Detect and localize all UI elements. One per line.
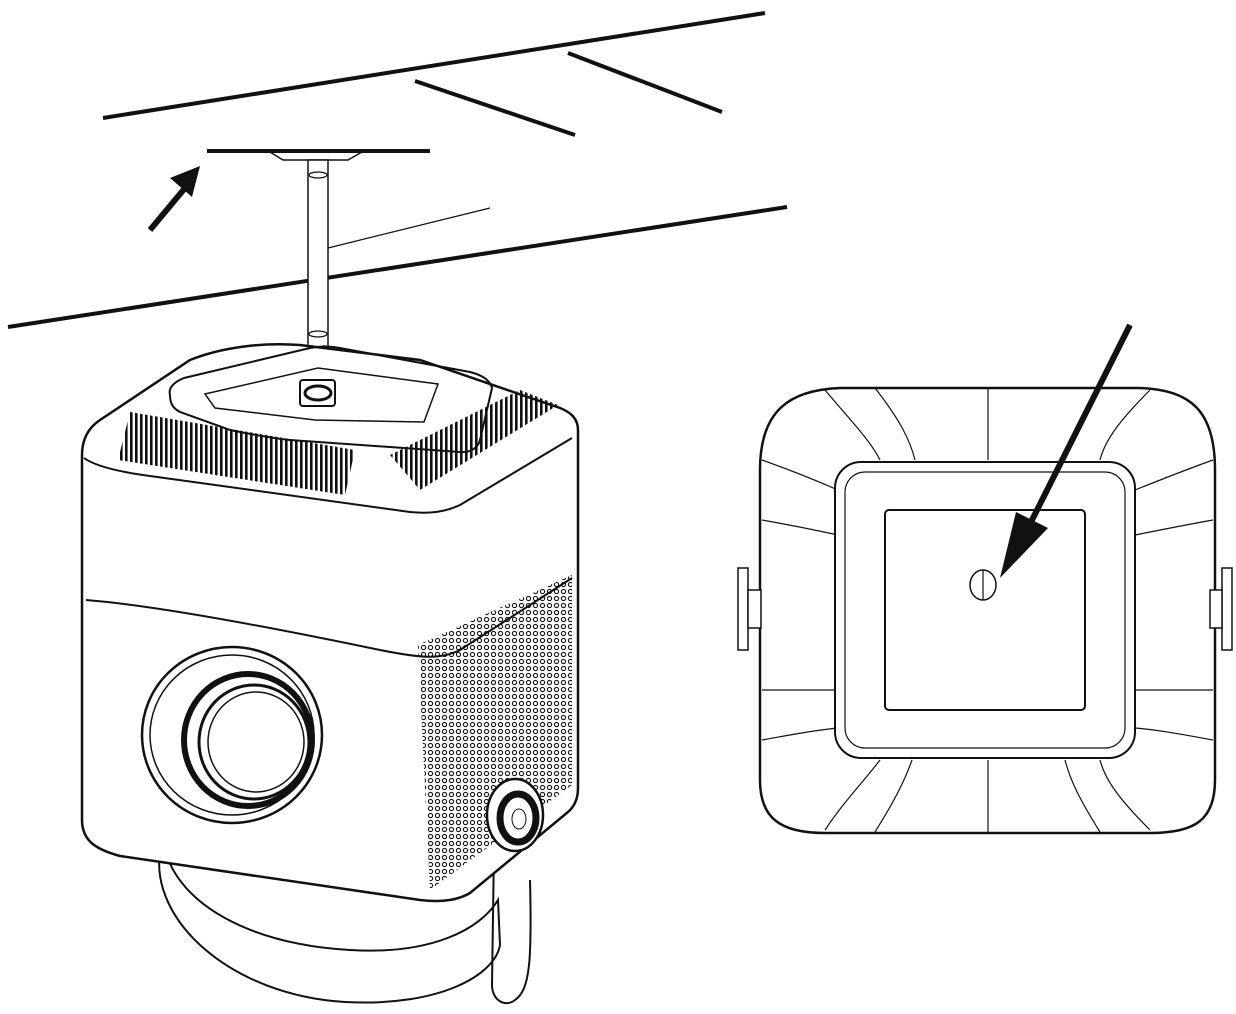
lens [140,645,324,825]
side-knob-left [737,567,762,651]
stand-knob [485,777,545,853]
top-view-body [758,386,1217,835]
upward-arrow-icon [147,166,200,232]
stand-base [158,847,532,1005]
pointer-arrow-icon [1000,323,1133,578]
mount-screw-hole [969,569,997,601]
ceiling-mount-pole [307,159,329,373]
side-knob-right [1209,567,1233,651]
ceiling-plane [7,11,788,329]
mount-plate [207,149,430,161]
